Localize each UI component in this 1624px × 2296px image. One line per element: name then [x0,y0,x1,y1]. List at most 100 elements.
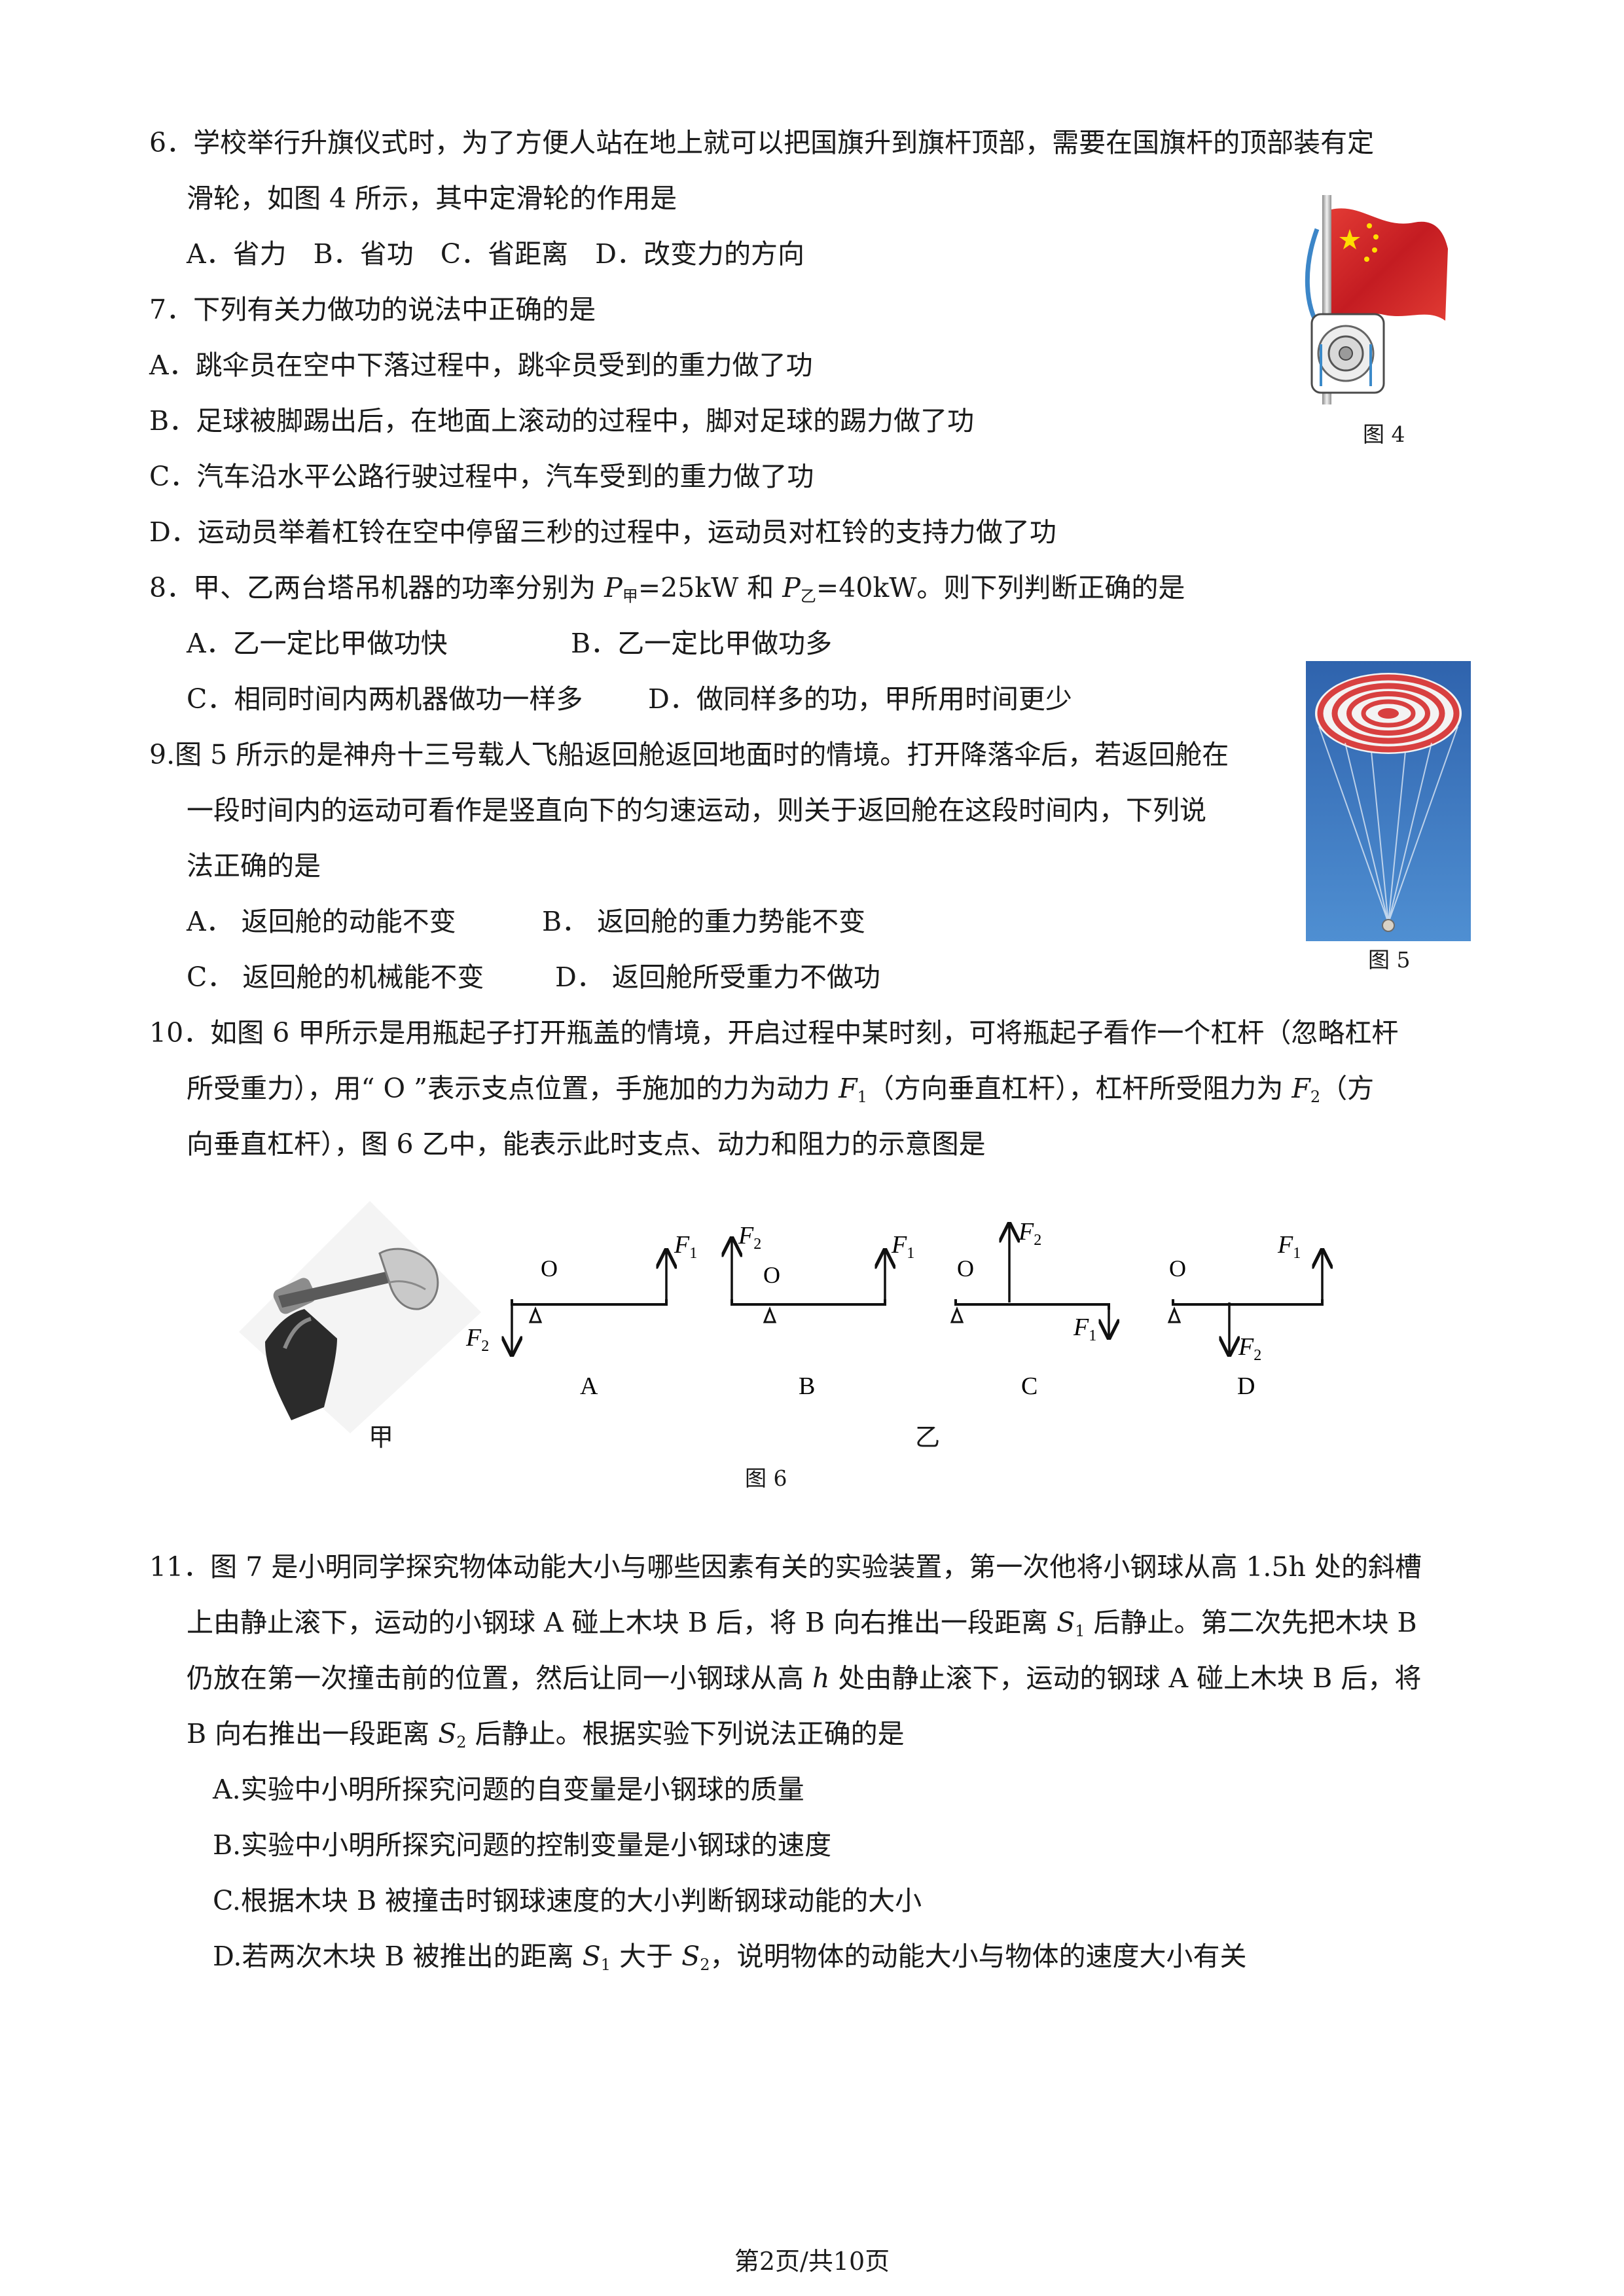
force-label-f1-c: F1 [1073,1314,1096,1344]
q11-line4-text-b: 后静止。根据实验下列说法正确的是 [466,1718,905,1749]
q8-subscript-jia: 甲 [622,587,638,605]
q8-option-b: B．乙一定比甲做功多 [571,628,833,659]
q11-option-d-s1-subscript: 1 [600,1956,611,1974]
q8-value-jia: =25kW 和 [638,572,783,603]
force-label-f1-b: F1 [891,1231,914,1262]
lever-bar-d [1172,1299,1324,1306]
q7-option-a: A．跳伞员在空中下落过程中，跳伞员受到的重力做了功 [149,350,813,381]
q8-power-symbol-yi: P [782,572,801,603]
lever-diagram-a: O F1 F2 A [465,1231,697,1400]
figure-6-bottle-opener-photo [239,1198,481,1433]
diagram-label-c: C [1021,1372,1038,1400]
q11-option-a: A.实验中小明所探究问题的自变量是小钢球的质量 [213,1774,804,1805]
lever-diagram-d: O F1 F2 D [1167,1231,1324,1400]
q8-stem: 8．甲、乙两台塔吊机器的功率分别为 P甲=25kW 和 P乙=40kW。则下列判… [149,569,1185,615]
q11-s1-subscript: 1 [1075,1622,1085,1640]
diagram-label-d: D [1237,1372,1255,1400]
q11-line3-text-a: 仍放在第一次撞击前的位置，然后让同一小钢球从高 [187,1662,813,1694]
fulcrum-label-c: O [957,1255,974,1282]
force-label-f2-d: F2 [1238,1333,1261,1364]
q7-stem: 7．下列有关力做功的说法中正确的是 [149,294,596,325]
q7-option-c: C．汽车沿水平公路行驶过程中，汽车受到的重力做了功 [149,461,814,492]
lever-diagrams-group: O F1 F2 A O F2 F1 B O F2 F1 C O F1 F2 D [465,1218,1375,1400]
figure-6-caption: 图 6 [745,1465,787,1491]
page-number-footer: 第2页/共10页 [734,2247,890,2276]
fulcrum-label-d: O [1169,1255,1186,1282]
q9-option-d: D． 返回舱所受重力不做功 [555,961,880,993]
figure-4-flag-pulley [1303,190,1460,412]
lever-diagram-c: O F2 F1 C [950,1218,1110,1400]
force-label-f1-d: F1 [1277,1231,1301,1262]
q11-line4-text-a: B 向右推出一段距离 [187,1718,439,1749]
q10-f2-subscript: 2 [1310,1088,1321,1106]
fulcrum-triangle-a [528,1306,543,1323]
q10-stem-line3: 向垂直杠杆），图 6 乙中，能表示此时支点、动力和阻力的示意图是 [187,1128,986,1160]
q8-power-symbol-jia: P [604,572,623,603]
q7-option-b: B．足球被脚踢出后，在地面上滚动的过程中，脚对足球的踢力做了功 [149,405,975,437]
lever-bar-a [511,1299,668,1306]
q8-subscript-yi: 乙 [800,587,816,605]
q11-option-d-text-a: D.若两次木块 B 被推出的距离 [213,1941,583,1972]
q11-s2-symbol: S [438,1718,457,1749]
q11-stem-line4: B 向右推出一段距离 S2 后静止。根据实验下列说法正确的是 [187,1715,905,1761]
q11-line3-text-b: 处由静止滚下，运动的钢球 A 碰上木块 B 后，将 [829,1662,1422,1694]
parachute-illustration [1306,661,1471,941]
q11-stem-line2: 上由静止滚下，运动的小钢球 A 碰上木块 B 后，将 B 向右推出一段距离 S1… [187,1604,1417,1649]
q9-option-a: A． 返回舱的动能不变 [187,906,456,937]
bottle-opener-illustration [239,1201,481,1433]
q10-f1-symbol: F [839,1073,857,1104]
figure-6-photo-label: 甲 [369,1423,394,1452]
force-label-f2-c: F2 [1018,1218,1041,1249]
q8-value-yi: =40kW。则下列判断正确的是 [816,572,1185,603]
q6-stem-line2: 滑轮，如图 4 所示，其中定滑轮的作用是 [187,183,677,214]
q10-f1-subscript: 1 [857,1088,867,1106]
figure-6-group-label: 乙 [915,1423,941,1452]
q11-line2-text-b: 后静止。第二次先把木块 B [1085,1607,1417,1638]
q11-stem-line3: 仍放在第一次撞击前的位置，然后让同一小钢球从高 h 处由静止滚下，运动的钢球 A… [187,1660,1421,1696]
q9-stem-line1: 9.图 5 所示的是神舟十三号载人飞船返回舱返回地面时的情境。打开降落伞后，若返… [149,739,1229,770]
q9-stem-line3: 法正确的是 [187,850,321,882]
q11-option-c: C.根据木块 B 被撞击时钢球速度的大小判断钢球动能的大小 [213,1885,922,1916]
q11-option-d-text-b: 大于 [611,1941,682,1972]
q6-options: A．省力 B．省功 C．省距离 D．改变力的方向 [187,238,804,270]
q7-option-d: D．运动员举着杠铃在空中停留三秒的过程中，运动员对杠铃的支持力做了功 [149,516,1056,548]
lever-diagram-b: O F2 F1 B [732,1222,914,1400]
figure-5-parachute-photo [1306,661,1471,941]
q11-option-d-s1-symbol: S [582,1941,601,1972]
q10-f2-symbol: F [1291,1073,1310,1104]
q11-s2-subscript: 2 [456,1733,467,1751]
diagram-label-a: A [580,1372,598,1400]
fulcrum-triangle-b [763,1306,777,1323]
force-label-f2-b: F2 [738,1222,761,1253]
q10-stem-line2: 所受重力），用“ O ”表示支点位置，手施加的力为动力 F1（方向垂直杠杆），杠… [187,1070,1374,1115]
fulcrum-triangle-d [1167,1306,1182,1323]
q11-option-d-text-c: ，说明物体的动能大小与物体的速度大小有关 [710,1941,1247,1972]
q11-option-b: B.实验中小明所探究问题的控制变量是小钢球的速度 [213,1829,832,1861]
q11-line2-text-a: 上由静止滚下，运动的小钢球 A 碰上木块 B 后，将 B 向右推出一段距离 [187,1607,1057,1638]
q8-option-c: C．相同时间内两机器做功一样多 [187,683,583,715]
q9-option-c: C． 返回舱的机械能不变 [187,961,484,993]
q11-option-d-s2-symbol: S [681,1941,700,1972]
figure-4-caption: 图 4 [1363,422,1405,447]
q10-line2-text-c: （方 [1320,1073,1375,1104]
diagram-label-b: B [799,1372,815,1400]
q11-h-symbol: h [812,1662,830,1694]
q11-s1-symbol: S [1056,1607,1075,1638]
fulcrum-label-a: O [541,1255,558,1282]
flag-pulley-illustration [1305,195,1448,404]
force-label-f1-a: F1 [674,1231,697,1262]
q9-stem-line2: 一段时间内的运动可看作是竖直向下的匀速运动，则关于返回舱在这段时间内，下列说 [187,795,1206,826]
fulcrum-label-b: O [763,1262,780,1288]
q10-line2-text-b: （方向垂直杠杆），杠杆所受阻力为 [867,1073,1292,1104]
q10-line2-text-a: 所受重力），用“ O ”表示支点位置，手施加的力为动力 [187,1073,839,1104]
q8-option-a: A．乙一定比甲做功快 [187,628,448,659]
q9-option-b: B． 返回舱的重力势能不变 [542,906,866,937]
lever-bar-b [731,1299,886,1306]
fulcrum-triangle-c [950,1306,964,1323]
lever-bar-c [954,1299,1110,1310]
q11-stem-line1: 11．图 7 是小明同学探究物体动能大小与哪些因素有关的实验装置，第一次他将小钢… [149,1551,1422,1583]
q8-stem-text: 8．甲、乙两台塔吊机器的功率分别为 [149,572,605,603]
force-label-f2-a: F2 [465,1324,489,1355]
q8-option-d: D．做同样多的功，甲所用时间更少 [648,683,1072,715]
q6-stem-line1: 6．学校举行升旗仪式时，为了方便人站在地上就可以把国旗升到旗杆顶部，需要在国旗杆… [149,127,1375,158]
